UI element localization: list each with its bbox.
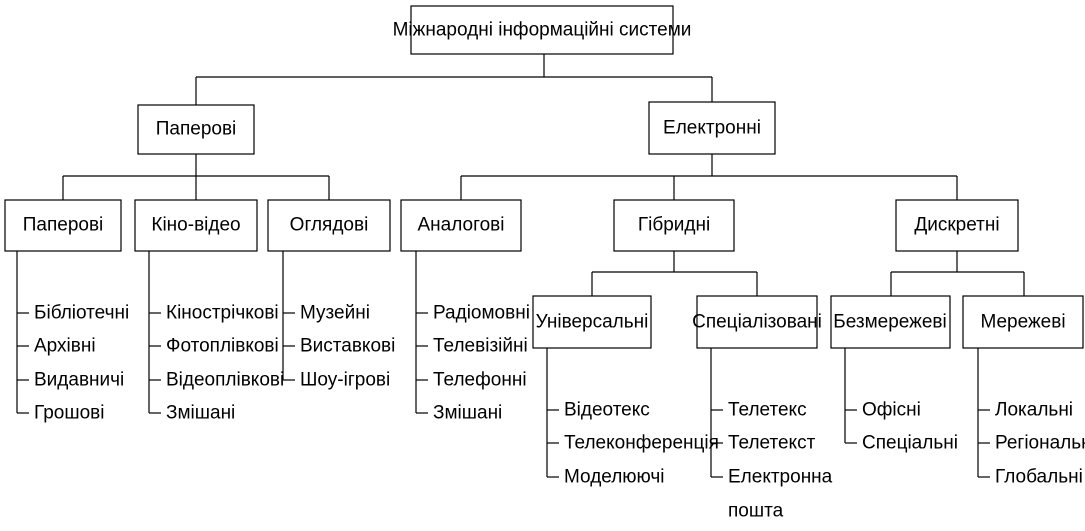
list-item: Регіональні xyxy=(995,433,1085,454)
list-item: Видавничі xyxy=(34,370,124,391)
list-film-video: Кінострічкові Фотоплівкові Відеоплівкові… xyxy=(148,251,284,424)
list-item: Спеціальні xyxy=(862,433,958,454)
node-non-network: Безмережеві xyxy=(830,295,951,349)
node-review: Оглядові xyxy=(267,199,391,252)
list-item: Телеконференція xyxy=(564,433,719,454)
list-item: Шоу-ігрові xyxy=(300,370,390,391)
node-hybrid: Гібридні xyxy=(613,199,735,252)
node-electronic-label: Електронні xyxy=(663,118,761,139)
node-non-network-label: Безмережеві xyxy=(833,312,946,333)
list-item: Фотоплівкові xyxy=(166,336,279,357)
node-specialized-label: Спеціалізовані xyxy=(692,312,822,333)
node-paper-label: Паперові xyxy=(156,119,237,140)
node-network: Мережеві xyxy=(962,295,1084,349)
list-item: Телефонні xyxy=(433,370,527,391)
list-item: Кінострічкові xyxy=(166,303,279,324)
list-item: Виставкові xyxy=(300,336,395,357)
list-item: Офісні xyxy=(862,400,921,421)
list-item: Музейні xyxy=(300,303,370,324)
node-paper-sub-label: Паперові xyxy=(23,215,104,236)
list-item: Моделюючі xyxy=(564,467,665,488)
node-review-label: Оглядові xyxy=(290,215,369,236)
node-film-video: Кіно-відео xyxy=(134,199,258,252)
list-item: Змішані xyxy=(433,403,502,424)
node-discrete: Дискретні xyxy=(895,199,1019,252)
node-electronic: Електронні xyxy=(648,101,776,155)
list-item: Глобальні xyxy=(995,467,1083,488)
list-item: Змішані xyxy=(166,403,235,424)
node-discrete-label: Дискретні xyxy=(914,215,999,236)
list-universal: Відеотекс Телеконференція Моделюючі xyxy=(546,348,719,488)
list-item: Архівні xyxy=(34,336,96,357)
root-node: Міжнародні інформаційні системи xyxy=(393,5,692,55)
list-item: Локальні xyxy=(995,400,1073,421)
list-item: Телетекс xyxy=(728,400,807,421)
node-paper: Паперові xyxy=(137,104,255,155)
list-review: Музейні Виставкові Шоу-ігрові xyxy=(282,251,395,391)
list-item: Бібліотечні xyxy=(34,303,129,324)
list-paper: Бібліотечні Архівні Видавничі Грошові xyxy=(16,251,129,424)
node-analog-label: Аналогові xyxy=(418,215,505,236)
node-universal-label: Універсальні xyxy=(536,312,649,333)
root-label: Міжнародні інформаційні системи xyxy=(393,20,692,41)
list-item: Радіомовні xyxy=(433,303,530,324)
list-item: Телевізійні xyxy=(433,336,528,357)
node-universal: Універсальні xyxy=(532,295,652,349)
node-analog: Аналогові xyxy=(400,199,522,252)
connectors xyxy=(62,54,1025,296)
list-analog: Радіомовні Телевізійні Телефонні Змішані xyxy=(415,251,530,424)
list-non-network: Офісні Спеціальні xyxy=(844,348,958,454)
list-item: Телетекст xyxy=(728,433,816,454)
list-item: Грошові xyxy=(34,403,104,424)
node-specialized: Спеціалізовані xyxy=(692,295,822,349)
list-specialized: Телетекс Телетекст Електронна пошта xyxy=(710,348,833,522)
list-item: пошта xyxy=(728,501,784,522)
node-paper-sub: Паперові xyxy=(4,199,122,252)
node-hybrid-label: Гібридні xyxy=(638,215,710,236)
node-film-video-label: Кіно-відео xyxy=(151,215,240,236)
list-item: Відеоплівкові xyxy=(166,370,284,391)
list-item: Відеотекс xyxy=(564,400,650,421)
node-network-label: Мережеві xyxy=(980,312,1065,333)
list-item: Електронна xyxy=(728,467,833,488)
list-network: Локальні Регіональні Глобальні xyxy=(977,348,1085,488)
